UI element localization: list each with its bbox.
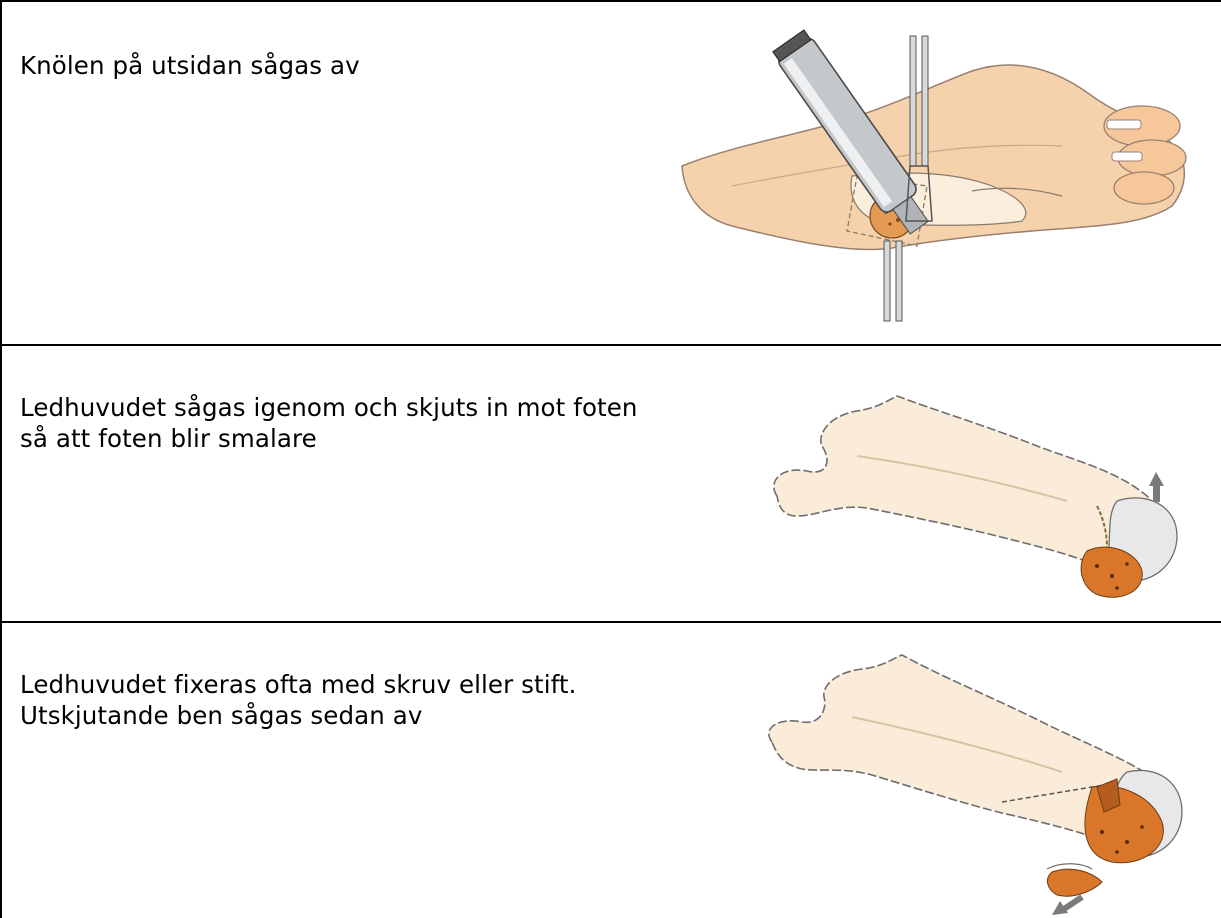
metatarsal-bone-osteotomy-illustration-icon — [737, 356, 1217, 611]
step-row-3: Ledhuvudet fixeras ofta med skruv eller … — [0, 621, 1221, 918]
metatarsal-bone-fixation-illustration-icon — [742, 637, 1212, 917]
step-row-2: Ledhuvudet sågas igenom och skjuts in mo… — [0, 344, 1221, 621]
step-row-1: Knölen på utsidan sågas av — [0, 0, 1221, 344]
step-3-caption: Ledhuvudet fixeras ofta med skruv eller … — [20, 669, 720, 731]
step-2-caption: Ledhuvudet sågas igenom och skjuts in mo… — [20, 392, 720, 454]
foot-surgery-saw-illustration-icon — [672, 26, 1212, 326]
step-1-caption: Knölen på utsidan sågas av — [20, 50, 720, 81]
